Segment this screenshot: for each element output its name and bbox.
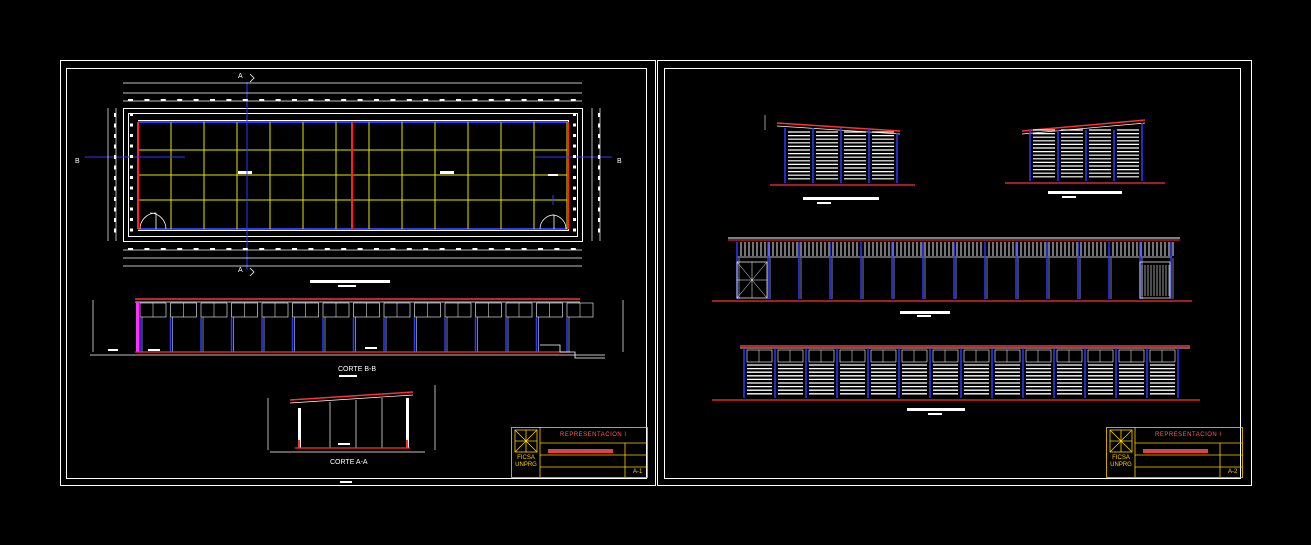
titleblock-1-title: REPRESENTACION I bbox=[560, 432, 627, 438]
floor-plan bbox=[85, 73, 612, 287]
elevation-side-right bbox=[1005, 119, 1165, 198]
sheet-2-border bbox=[657, 60, 1252, 486]
titleblock-2-title: REPRESENTACION I bbox=[1155, 432, 1222, 438]
titleblock-2-sheet-number: A-2 bbox=[1228, 469, 1238, 475]
section-aa-label: CORTE A-A bbox=[330, 459, 368, 466]
section-aa bbox=[267, 385, 436, 483]
axis-b-left-label: B bbox=[75, 158, 80, 165]
sheet-1-border bbox=[60, 60, 656, 486]
titleblock-2-logo-line2: UNPRG bbox=[1110, 462, 1132, 468]
section-bb bbox=[90, 298, 624, 377]
titleblock-1-logo-line1: FICSA bbox=[517, 455, 535, 461]
axis-a-bottom-label: A bbox=[238, 267, 243, 274]
axis-a-top-label: A bbox=[238, 73, 243, 80]
titleblock-1-logo-line2: UNPRG bbox=[515, 462, 537, 468]
titleblock-1-sheet-number: A-1 bbox=[633, 469, 643, 475]
titleblock-2 bbox=[1106, 427, 1243, 478]
section-bb-label: CORTE B-B bbox=[338, 366, 376, 373]
elevation-front bbox=[712, 237, 1192, 317]
titleblock-1 bbox=[511, 427, 648, 478]
titleblock-2-logo-line1: FICSA bbox=[1112, 455, 1130, 461]
axis-b-right-label: B bbox=[617, 158, 622, 165]
elevation-side-left bbox=[764, 115, 915, 204]
elevation-rear bbox=[712, 345, 1200, 415]
